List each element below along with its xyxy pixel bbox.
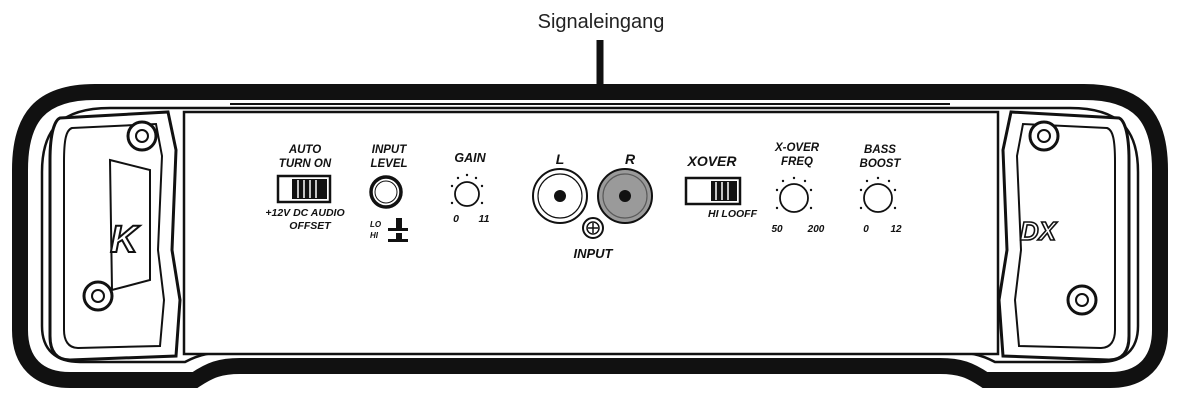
auto-turn-on-title-1: AUTO xyxy=(288,144,321,156)
rca-left-label: L xyxy=(556,151,565,167)
auto-turn-on-sub-2: OFFSET xyxy=(289,220,332,232)
right-logo: DX xyxy=(1020,216,1058,246)
callout-label: Signaleingang xyxy=(538,11,665,33)
xover-switch[interactable] xyxy=(684,176,742,206)
bass-boost-title-1: BASS xyxy=(864,144,896,156)
ground-screw-icon xyxy=(582,217,604,239)
xover-positions: HI LOOFF xyxy=(708,208,758,220)
rca-right-label: R xyxy=(625,151,636,167)
auto-turn-on-control: AUTO TURN ON +12V DC AUDIO OFFSET xyxy=(265,144,344,232)
rca-input-label: INPUT xyxy=(574,246,614,261)
gain-min: 0 xyxy=(453,213,459,225)
input-level-control: INPUT LEVEL LO HI xyxy=(369,144,408,242)
input-level-knob[interactable] xyxy=(369,175,403,209)
input-level-title-2: LEVEL xyxy=(370,158,407,170)
gain-max: 11 xyxy=(479,213,490,225)
xover-freq-min: 50 xyxy=(771,224,783,235)
bass-boost-max: 12 xyxy=(890,224,902,235)
rca-left-jack[interactable] xyxy=(532,168,588,224)
auto-turn-on-title-2: TURN ON xyxy=(279,158,332,170)
auto-turn-on-switch[interactable] xyxy=(276,174,332,204)
rca-right-jack[interactable] xyxy=(597,168,653,224)
xover-freq-title-2: FREQ xyxy=(781,156,813,168)
xover-control: XOVER HI LOOFF xyxy=(684,153,758,220)
input-level-lo: LO xyxy=(370,220,382,229)
xover-freq-max: 200 xyxy=(807,224,825,235)
left-end-cap: K xyxy=(48,110,182,362)
rca-input: L R INPUT xyxy=(532,151,653,261)
gain-control: GAIN 0 11 xyxy=(450,151,490,225)
auto-turn-on-sub-1: +12V DC AUDIO xyxy=(265,207,344,219)
gain-knob[interactable] xyxy=(450,173,484,207)
xover-title: XOVER xyxy=(686,153,737,169)
input-level-title-1: INPUT xyxy=(372,144,407,156)
bass-boost-knob[interactable] xyxy=(859,176,897,213)
lo-hi-indicator-icon xyxy=(388,218,408,242)
xover-freq-control: X-OVER FREQ 50 200 xyxy=(771,142,824,235)
bass-boost-min: 0 xyxy=(863,224,869,235)
bass-boost-control: BASS BOOST 0 12 xyxy=(860,144,902,235)
gain-title: GAIN xyxy=(454,151,486,165)
left-logo: K xyxy=(110,219,140,261)
input-level-hi: HI xyxy=(370,231,379,240)
right-end-cap: DX xyxy=(997,110,1131,362)
xover-freq-title-1: X-OVER xyxy=(774,142,820,154)
bass-boost-title-2: BOOST xyxy=(860,158,902,170)
xover-freq-knob[interactable] xyxy=(775,176,813,213)
